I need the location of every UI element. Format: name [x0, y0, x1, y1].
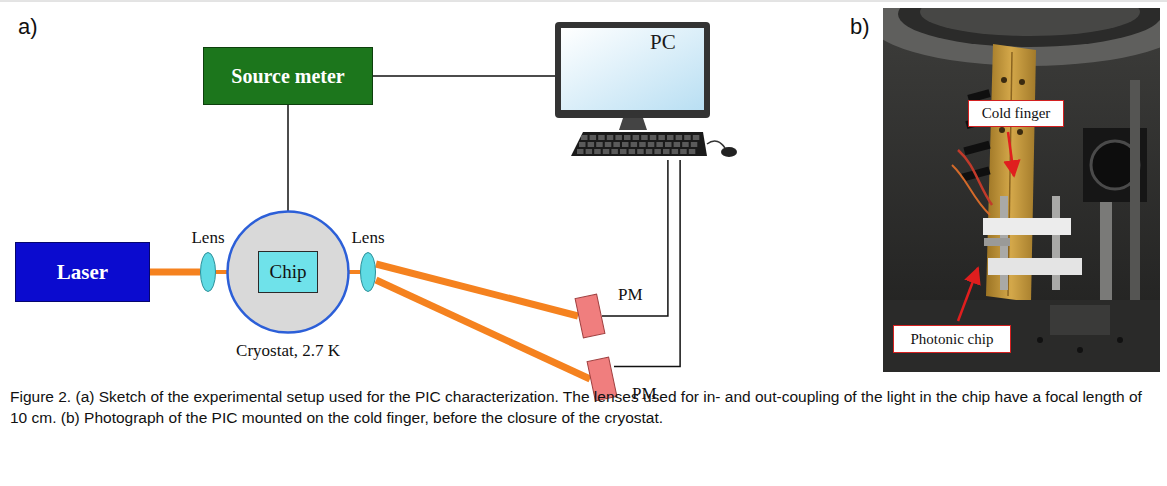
chip-name: Chip [270, 261, 307, 283]
frame-line [0, 1, 1167, 2]
panel-letter: a) [18, 14, 38, 40]
cryostat-photograph [883, 8, 1160, 372]
node-outline [555, 20, 740, 160]
leader-arrow [958, 268, 978, 321]
lens-label: Lens [351, 228, 384, 248]
laser-beam [376, 280, 590, 379]
cryostat-circle: Cryostat, 2.7 KChip [226, 210, 350, 334]
power-meter-label: PM [618, 285, 643, 305]
lens-label: Lens [191, 228, 224, 248]
callout-text: Cold finger [982, 105, 1051, 122]
cryostat-label: Cryostat, 2.7 K [236, 341, 340, 361]
chip-box: Chip [258, 251, 318, 293]
node-outline [200, 252, 216, 292]
instrument-box: Source meter [203, 47, 373, 105]
lens-symbol: Lens [200, 252, 216, 292]
laser-name: Laser [57, 260, 108, 285]
panel-letter: b) [850, 14, 870, 40]
figure-caption: Figure 2. (a) Sketch of the experimental… [10, 386, 1158, 428]
laser-beam [150, 269, 200, 276]
laser-box: Laser [15, 242, 150, 302]
photo-callout: Photonic chip [893, 325, 1011, 353]
photo-callout: Cold finger [968, 100, 1064, 127]
lens-symbol: Lens [360, 252, 376, 292]
signal-wire [614, 160, 680, 366]
callout-text: Photonic chip [911, 331, 994, 348]
signal-wire [373, 75, 555, 77]
leader-arrow [1008, 132, 1014, 176]
computer-name: PC [650, 30, 676, 55]
computer-icon: PC [555, 20, 740, 160]
node-outline [578, 295, 602, 337]
laser-beam [376, 264, 578, 316]
signal-wire [602, 160, 668, 316]
power-meter: PM [578, 295, 602, 337]
instrument-name: Source meter [231, 65, 344, 88]
node-outline [360, 252, 376, 292]
